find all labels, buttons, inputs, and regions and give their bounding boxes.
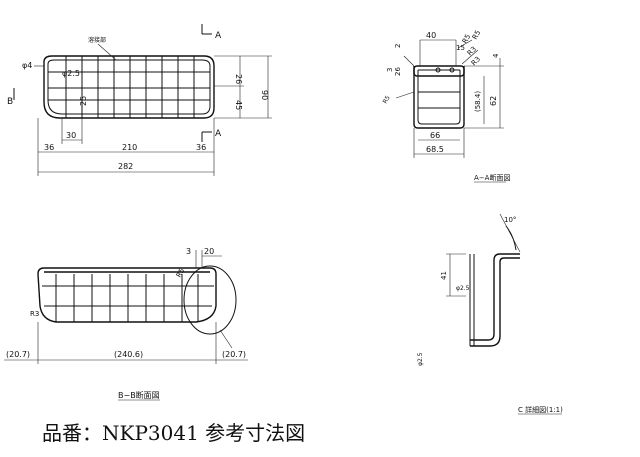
c-inner-wire <box>470 257 520 347</box>
cut-label-a-bottom: A <box>215 129 222 139</box>
dim-r5-b: R5 <box>471 29 483 41</box>
dim-30: 30 <box>66 131 76 140</box>
dim-26-a: 26 <box>394 67 402 76</box>
caption-c: C 詳細図(1:1) <box>518 405 563 414</box>
dim-4-a: 4 <box>492 53 500 58</box>
dim-26: 26 <box>234 74 243 84</box>
dim-r5-c: R5 <box>382 94 392 105</box>
dim-40: 40 <box>426 31 436 40</box>
weld-leader <box>97 43 117 61</box>
b-top-rim <box>37 267 217 275</box>
dim-phi25-c-b: φ2.5 <box>417 352 424 366</box>
vertical-wires <box>65 56 195 118</box>
dim-240-6: (240.6) <box>114 350 143 359</box>
part-number-note: 品番：NKP3041 参考寸法図 <box>42 421 305 445</box>
dim-15: 15 <box>456 44 465 52</box>
dim-90: 90 <box>260 90 269 100</box>
c-outer-wire <box>470 253 520 341</box>
c-angle-arc <box>505 225 517 251</box>
dim-36-left: 36 <box>44 143 54 152</box>
dim-phi25: φ2.5 <box>62 69 80 78</box>
a-inner-profile <box>417 70 461 125</box>
dim-r5-a: R5 <box>461 33 473 45</box>
a-top-flange <box>413 65 465 77</box>
detail-c-view: 10° 41 φ2.5 φ2.5 C 詳細図(1:1) <box>417 213 563 415</box>
dim-41: 41 <box>440 271 448 280</box>
dim-20-7-left: (20.7) <box>6 350 30 359</box>
dim-angle: 10° <box>504 216 516 224</box>
dim-45: 45 <box>234 100 243 110</box>
dim-3: 3 <box>386 68 394 72</box>
caption-b-b: B−B断面図 <box>118 390 160 400</box>
dim-282: 282 <box>118 162 133 171</box>
dim-58-4: (58.4) <box>474 91 482 112</box>
dim-20-7-right: (20.7) <box>222 350 246 359</box>
dim-phi25-c-a: φ2.5 <box>456 285 470 292</box>
section-b-view: 3 20 R5 R3 (20.7) (240.6) (20.7) B−B断面図 <box>4 247 248 401</box>
dim-2: 2 <box>394 44 402 48</box>
dim-25: 25 <box>79 96 88 106</box>
section-b-label: B <box>7 97 13 107</box>
dim-r3-b: R3 <box>30 310 39 318</box>
cut-label-a-top: A <box>215 31 222 41</box>
dim-36-right: 36 <box>196 143 206 152</box>
basket-inner-frame <box>47 59 211 115</box>
weld-label: 溶接部 <box>88 36 106 44</box>
dim-68-5: 68.5 <box>426 145 444 154</box>
dim-66: 66 <box>430 131 440 140</box>
dim-phi4: φ4 <box>22 61 32 70</box>
b-body <box>37 273 217 323</box>
detail-c-circle <box>183 265 237 335</box>
caption-a-a: A−A断面図 <box>474 173 510 182</box>
b-vertical-wires <box>55 274 199 322</box>
dim-3-b: 3 <box>186 247 191 256</box>
dim-210: 210 <box>122 143 137 152</box>
section-a-view: 40 15 R5 R5 R3 R3 2 3 26 R5 4 62 (58.4) … <box>382 29 510 183</box>
a-outer-profile <box>413 66 465 129</box>
basket-outer-frame <box>43 55 215 119</box>
dim-r5-b: R5 <box>175 267 187 279</box>
dim-62: 62 <box>489 96 498 106</box>
top-view: A A B 溶接部 φ4 φ2.5 25 <box>7 24 272 176</box>
dim-20-b: 20 <box>204 247 214 256</box>
